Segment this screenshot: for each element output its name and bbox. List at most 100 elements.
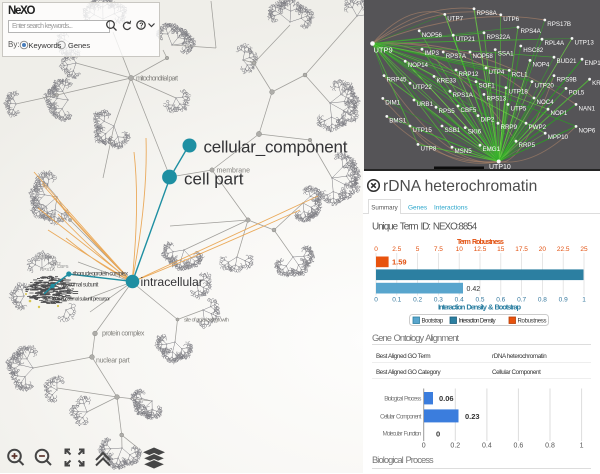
svg-text:RCL1: RCL1 — [512, 71, 528, 78]
svg-text:Biological Process: Biological Process — [372, 455, 434, 465]
svg-text:NOC4: NOC4 — [537, 99, 555, 106]
svg-text:NOP14: NOP14 — [408, 62, 429, 69]
svg-text:UTP7: UTP7 — [447, 15, 463, 22]
svg-text:0.2: 0.2 — [450, 443, 460, 450]
svg-text:RPS9B: RPS9B — [557, 77, 577, 84]
svg-text:0.06: 0.06 — [439, 394, 454, 403]
svg-text:nuclear part: nuclear part — [96, 358, 130, 365]
svg-text:CBF5: CBF5 — [461, 107, 477, 114]
svg-text:site of polarized growth: site of polarized growth — [184, 318, 229, 324]
svg-text:0: 0 — [422, 443, 426, 450]
svg-text:0.8: 0.8 — [545, 443, 555, 450]
svg-text:Robustness: Robustness — [518, 319, 547, 325]
svg-text:RPS8A: RPS8A — [477, 10, 498, 17]
svg-text:7.5: 7.5 — [434, 246, 443, 253]
svg-text:Gene Ontology Alignment: Gene Ontology Alignment — [372, 333, 459, 343]
svg-text:intracellular: intracellular — [141, 275, 203, 289]
svg-text:rDNA heterochromatin: rDNA heterochromatin — [492, 353, 547, 360]
svg-text:NOP6: NOP6 — [579, 127, 596, 134]
svg-text:0.2: 0.2 — [413, 297, 422, 304]
svg-text:?: ? — [139, 23, 143, 30]
svg-text:Biological Process: Biological Process — [384, 396, 421, 403]
svg-text:0.42: 0.42 — [467, 286, 481, 293]
svg-text:DIM1: DIM1 — [385, 99, 400, 106]
svg-text:RRP45: RRP45 — [387, 77, 408, 84]
svg-text:Summary: Summary — [371, 205, 398, 212]
svg-text:PWP2: PWP2 — [529, 124, 547, 131]
svg-text:URB1: URB1 — [417, 101, 434, 108]
svg-text:0.4: 0.4 — [482, 443, 492, 450]
svg-text:UTP21: UTP21 — [456, 36, 476, 43]
svg-text:RPS4A: RPS4A — [521, 28, 542, 35]
svg-text:NOP4: NOP4 — [533, 61, 550, 68]
svg-text:12.5: 12.5 — [474, 246, 487, 253]
svg-text:POL5: POL5 — [569, 89, 585, 96]
svg-text:RRP12: RRP12 — [459, 71, 480, 78]
svg-text:0.1: 0.1 — [392, 297, 401, 304]
svg-text:17.5: 17.5 — [515, 246, 528, 253]
svg-text:MSN5: MSN5 — [455, 148, 473, 155]
svg-text:NOP1: NOP1 — [551, 110, 568, 117]
svg-text:UTP22: UTP22 — [413, 84, 433, 91]
svg-text:60S ribosomal subunit precurso: 60S ribosomal subunit precursor — [53, 297, 110, 303]
svg-text:Molecular Function: Molecular Function — [383, 431, 422, 438]
svg-text:CBF5: CBF5 — [57, 264, 69, 269]
svg-text:SKI6: SKI6 — [468, 129, 482, 136]
svg-text:membrane: membrane — [217, 168, 251, 175]
svg-text:UTP9: UTP9 — [374, 46, 393, 55]
svg-text:Best Aligned GO Category: Best Aligned GO Category — [376, 369, 442, 376]
svg-text:0: 0 — [374, 297, 378, 304]
svg-text:25: 25 — [580, 246, 588, 253]
svg-text:0.9: 0.9 — [559, 297, 568, 304]
svg-text:KRE33: KRE33 — [437, 77, 457, 84]
svg-text:2.5: 2.5 — [392, 246, 401, 253]
svg-text:0.6: 0.6 — [514, 443, 524, 450]
svg-text:IMP3: IMP3 — [425, 50, 440, 57]
svg-text:UTP20: UTP20 — [535, 83, 555, 90]
svg-text:Unique Term ID: NEXO:8854: Unique Term ID: NEXO:8854 — [372, 222, 478, 233]
svg-text:NOP58: NOP58 — [473, 53, 494, 60]
svg-text:HSC82: HSC82 — [523, 47, 544, 54]
svg-text:10: 10 — [456, 246, 464, 253]
svg-text:UTP18: UTP18 — [509, 89, 529, 96]
svg-text:UTP10: UTP10 — [489, 164, 511, 171]
svg-text:NAN1: NAN1 — [579, 105, 596, 112]
svg-text:RPS5: RPS5 — [439, 108, 456, 115]
svg-text:cellular_component: cellular_component — [204, 138, 348, 157]
svg-text:Bootstrap: Bootstrap — [422, 319, 444, 325]
svg-text:ribonucleoprotein complex: ribonucleoprotein complex — [73, 272, 129, 278]
svg-text:RPL4A: RPL4A — [545, 40, 565, 47]
svg-text:SSA1: SSA1 — [498, 51, 514, 58]
svg-text:0: 0 — [374, 246, 378, 253]
svg-text:RRP9: RRP9 — [501, 124, 518, 131]
svg-text:rDNA heterochromatin: rDNA heterochromatin — [383, 178, 537, 195]
svg-text:Term Robustness: Term Robustness — [457, 239, 504, 246]
svg-text:NOP56: NOP56 — [422, 32, 443, 39]
svg-text:mitochondrial part: mitochondrial part — [136, 76, 178, 83]
svg-text:EMG1: EMG1 — [483, 146, 501, 153]
svg-text:Interactions: Interactions — [434, 205, 468, 212]
svg-text:UTP13: UTP13 — [575, 39, 595, 46]
svg-text:ENP1: ENP1 — [585, 60, 600, 67]
svg-text:RPS1A: RPS1A — [40, 267, 55, 272]
svg-text:RPS17B: RPS17B — [547, 21, 571, 28]
svg-text:RPS22A: RPS22A — [487, 34, 512, 41]
svg-text:RPS7A: RPS7A — [446, 53, 467, 60]
svg-text:UTP5: UTP5 — [511, 105, 527, 112]
svg-text:UTP15: UTP15 — [413, 127, 433, 134]
svg-text:0: 0 — [436, 430, 440, 439]
svg-text:15: 15 — [497, 246, 505, 253]
svg-text:DIP2: DIP2 — [481, 117, 495, 124]
svg-text:protein complex: protein complex — [102, 331, 145, 338]
svg-text:Genes: Genes — [408, 205, 428, 212]
svg-text:RPS1A: RPS1A — [453, 92, 474, 99]
svg-text:BUD21: BUD21 — [557, 58, 578, 65]
svg-text:22.5: 22.5 — [557, 246, 570, 253]
svg-text:ribosomal subunit: ribosomal subunit — [61, 283, 99, 289]
svg-text:0.23: 0.23 — [465, 412, 480, 421]
svg-text:SSB1: SSB1 — [445, 127, 461, 134]
svg-text:RPS22A: RPS22A — [38, 255, 55, 260]
svg-text:1.59: 1.59 — [392, 258, 407, 267]
svg-text:Interaction Density & Bootstra: Interaction Density & Bootstrap — [438, 303, 522, 312]
svg-text:Best Aligned GO Term: Best Aligned GO Term — [376, 353, 430, 360]
